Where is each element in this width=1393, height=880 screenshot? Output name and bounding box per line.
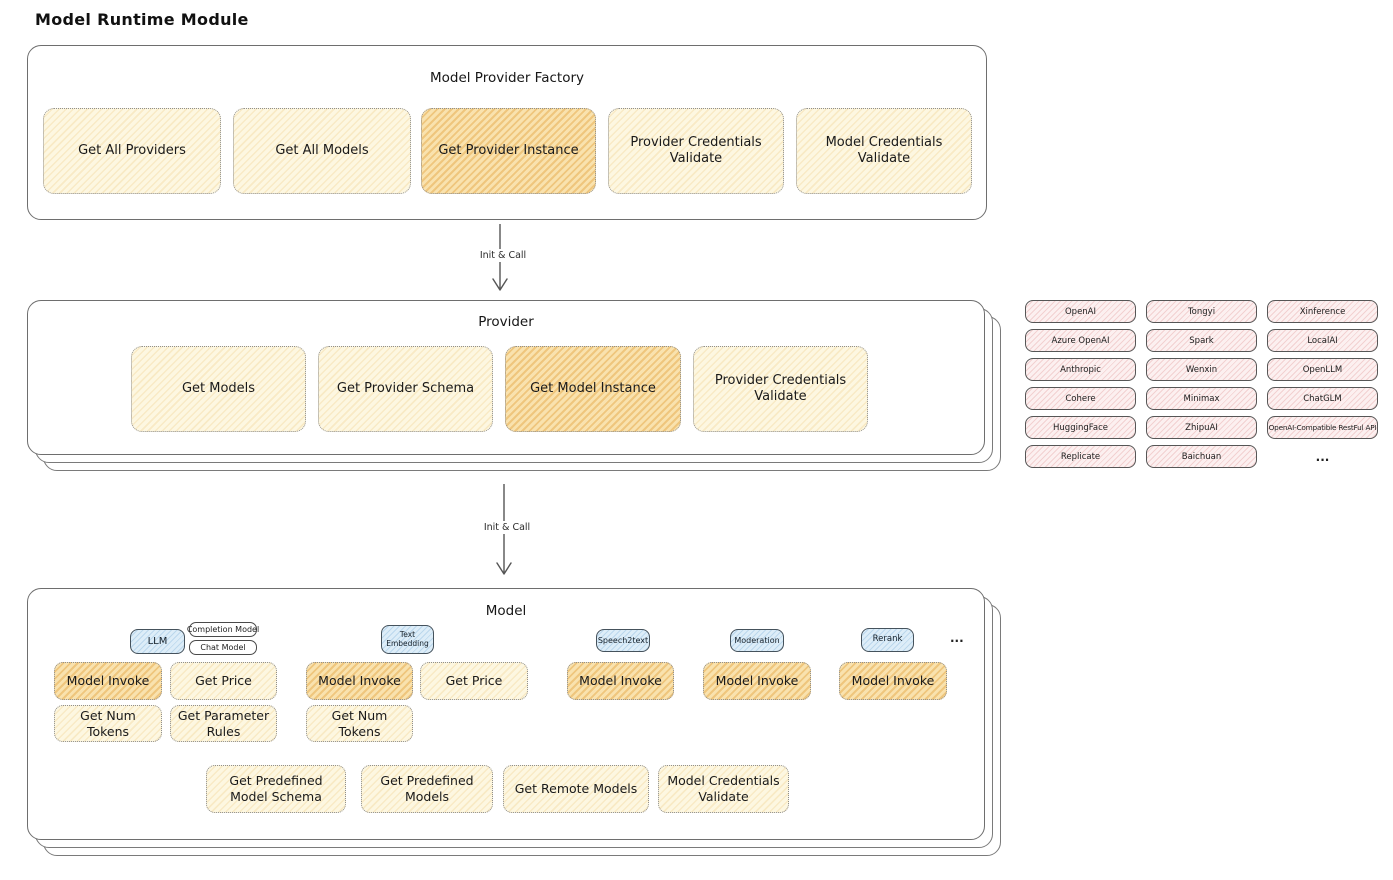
provider-pill: Wenxin bbox=[1146, 358, 1257, 381]
provider-pill: Cohere bbox=[1025, 387, 1136, 410]
provider-pill: Spark bbox=[1146, 329, 1257, 352]
provider-credentials-validate-node2: Provider Credentials Validate bbox=[693, 346, 868, 432]
provider-credentials-validate-node: Provider Credentials Validate bbox=[608, 108, 784, 194]
tab-chat-model: Chat Model bbox=[189, 640, 257, 655]
speech2text-model-invoke-node: Model Invoke bbox=[567, 662, 674, 700]
provider-title: Provider bbox=[478, 314, 534, 330]
tab-speech2text: Speech2text bbox=[596, 629, 650, 652]
embedding-model-invoke-node: Model Invoke bbox=[306, 662, 413, 700]
get-provider-schema-node: Get Provider Schema bbox=[318, 346, 493, 432]
provider-pill: Minimax bbox=[1146, 387, 1257, 410]
provider-pill: ChatGLM bbox=[1267, 387, 1378, 410]
provider-pill: Xinference bbox=[1267, 300, 1378, 323]
provider-pill: ZhipuAI bbox=[1146, 416, 1257, 439]
page-title: Model Runtime Module bbox=[35, 10, 249, 29]
tab-llm: LLM bbox=[130, 629, 185, 654]
tabs-more-ellipsis: ... bbox=[950, 631, 964, 645]
provider-pill: Azure OpenAI bbox=[1025, 329, 1136, 352]
provider-pill: OpenAI bbox=[1025, 300, 1136, 323]
get-remote-models-node: Get Remote Models bbox=[503, 765, 649, 813]
model-title: Model bbox=[485, 603, 527, 619]
tab-text-embedding: Text Embedding bbox=[381, 625, 434, 654]
provider-pill: OpenLLM bbox=[1267, 358, 1378, 381]
provider-pill: Tongyi bbox=[1146, 300, 1257, 323]
get-model-instance-node: Get Model Instance bbox=[505, 346, 681, 432]
embedding-get-price-node: Get Price bbox=[420, 662, 528, 700]
rerank-model-invoke-node: Model Invoke bbox=[839, 662, 947, 700]
provider-pill: Replicate bbox=[1025, 445, 1136, 468]
provider-pill: OpenAI-Compatible RestFul API bbox=[1267, 416, 1378, 439]
provider-box: Provider Get Models Get Provider Schema … bbox=[27, 300, 985, 455]
get-provider-instance-node: Get Provider Instance bbox=[421, 108, 596, 194]
init-call-label-1: Init & Call bbox=[468, 249, 538, 262]
get-all-models-node: Get All Models bbox=[233, 108, 411, 194]
llm-get-price-node: Get Price bbox=[170, 662, 277, 700]
model-credentials-validate-node: Model Credentials Validate bbox=[796, 108, 972, 194]
embedding-get-num-tokens-node: Get Num Tokens bbox=[306, 705, 413, 742]
provider-pill: LocalAI bbox=[1267, 329, 1378, 352]
providers-more-ellipsis: ... bbox=[1315, 449, 1330, 464]
provider-pill: Baichuan bbox=[1146, 445, 1257, 468]
tab-rerank: Rerank bbox=[861, 628, 914, 652]
llm-get-parameter-rules-node: Get Parameter Rules bbox=[170, 705, 277, 742]
get-predefined-models-node: Get Predefined Models bbox=[361, 765, 493, 813]
model-credentials-validate-node2: Model Credentials Validate bbox=[658, 765, 789, 813]
model-box: Model LLM Completion Model Chat Model Te… bbox=[27, 588, 985, 840]
tab-moderation: Moderation bbox=[730, 629, 784, 652]
provider-pill: HuggingFace bbox=[1025, 416, 1136, 439]
tab-completion-model: Completion Model bbox=[187, 622, 259, 637]
get-models-node: Get Models bbox=[131, 346, 306, 432]
factory-title: Model Provider Factory bbox=[429, 70, 584, 86]
moderation-model-invoke-node: Model Invoke bbox=[703, 662, 811, 700]
init-call-label-2: Init & Call bbox=[472, 521, 542, 534]
get-predefined-model-schema-node: Get Predefined Model Schema bbox=[206, 765, 346, 813]
llm-model-invoke-node: Model Invoke bbox=[54, 662, 162, 700]
provider-pill: Anthropic bbox=[1025, 358, 1136, 381]
get-all-providers-node: Get All Providers bbox=[43, 108, 221, 194]
model-provider-factory-box: Model Provider Factory Get All Providers… bbox=[27, 45, 987, 220]
llm-get-num-tokens-node: Get Num Tokens bbox=[54, 705, 162, 742]
